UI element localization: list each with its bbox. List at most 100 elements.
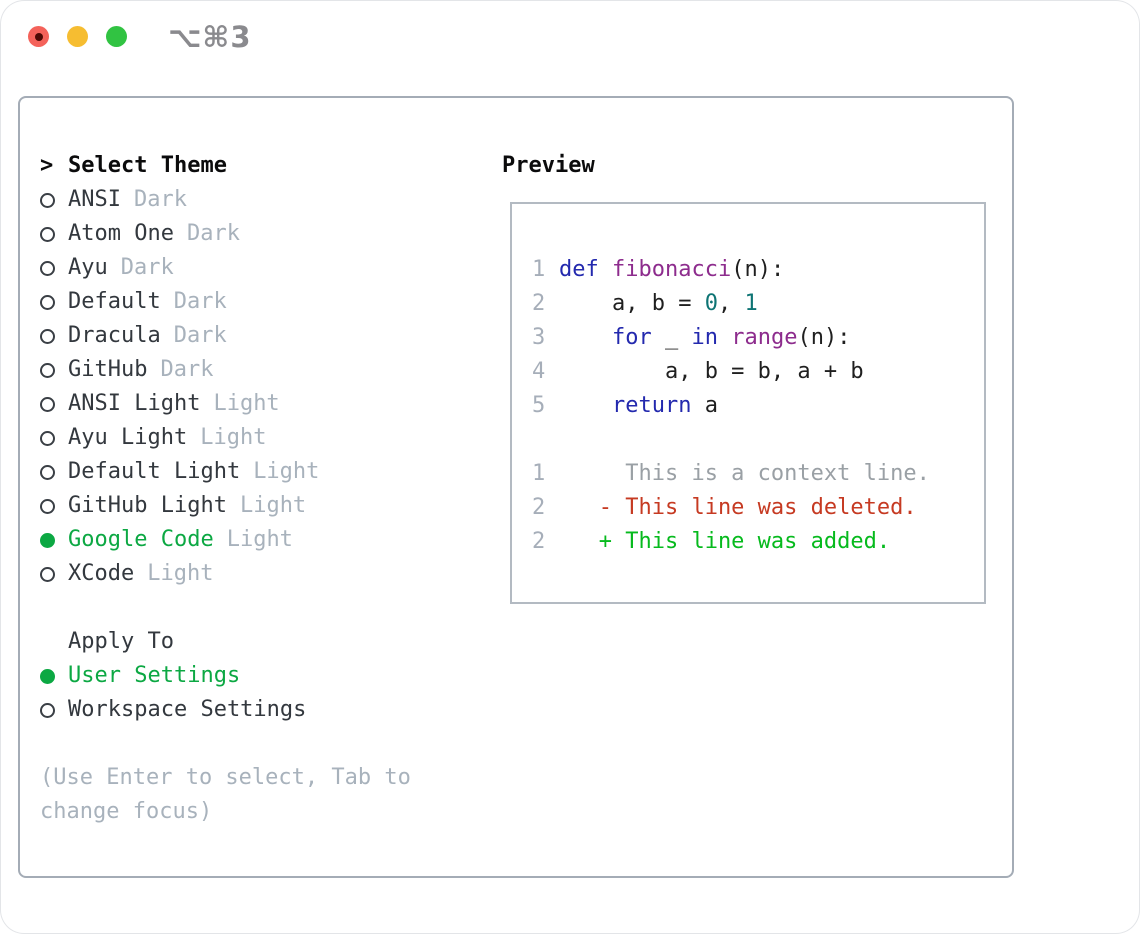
- code-token: in: [691, 325, 718, 350]
- code-token: for: [611, 325, 652, 350]
- code-token: ,: [717, 291, 745, 316]
- theme-option[interactable]: Ayu Dark: [40, 251, 480, 285]
- apply-to-title: Apply To: [68, 629, 174, 654]
- code-token: [559, 393, 612, 418]
- close-button[interactable]: [28, 26, 49, 47]
- radio-cell: [40, 396, 68, 412]
- radio-cell: [40, 532, 68, 548]
- code-token: (n):: [797, 325, 851, 350]
- line-number: 1: [532, 461, 546, 486]
- code-token: [559, 325, 612, 350]
- hint-text-line-2: change focus): [40, 799, 213, 824]
- code-token: This is a context line.: [559, 461, 930, 486]
- code-token: fibonacci: [612, 257, 732, 282]
- theme-variant: Dark: [133, 187, 187, 212]
- line-number: [532, 423, 545, 457]
- theme-option[interactable]: ANSI Dark: [40, 183, 480, 217]
- radio-icon: [40, 430, 55, 446]
- code-content: + This line was added.: [559, 525, 890, 559]
- theme-variant: Dark: [120, 255, 174, 280]
- radio-icon: [40, 226, 55, 242]
- line-number: 2: [532, 529, 546, 554]
- radio-icon: [40, 464, 55, 480]
- code-token: (n):: [731, 257, 785, 282]
- theme-name: Ayu: [68, 255, 108, 280]
- line-number: 2: [532, 495, 546, 520]
- radio-selected-icon: [40, 668, 55, 684]
- traffic-lights: [28, 26, 127, 47]
- radio-cell: [40, 702, 68, 718]
- theme-name: GitHub: [68, 357, 148, 382]
- code-token: a, b = b, a + b: [559, 359, 864, 384]
- theme-option[interactable]: Atom One Dark: [40, 217, 480, 251]
- theme-option[interactable]: Default Dark: [40, 285, 480, 319]
- code-content: for _ in range(n):: [559, 321, 850, 355]
- radio-cell: [40, 226, 68, 242]
- radio-selected-icon: [40, 532, 55, 548]
- apply-option[interactable]: User Settings: [40, 659, 480, 693]
- theme-option[interactable]: ANSI Light Light: [40, 387, 480, 421]
- line-number: 5: [532, 393, 546, 418]
- code-line: [532, 423, 984, 457]
- theme-variant: Dark: [173, 289, 227, 314]
- theme-name: Dracula: [68, 323, 161, 348]
- code-token: 1: [744, 291, 758, 316]
- spacer: [40, 591, 480, 625]
- apply-to-header: Apply To: [40, 625, 480, 659]
- theme-variant: Dark: [186, 221, 240, 246]
- code-token: [599, 257, 612, 282]
- apply-option[interactable]: Workspace Settings: [40, 693, 480, 727]
- radio-icon: [40, 260, 55, 276]
- theme-name: Default: [68, 289, 161, 314]
- theme-option[interactable]: Default Light Light: [40, 455, 480, 489]
- theme-variant: Dark: [173, 323, 227, 348]
- select-theme-title: Select Theme: [68, 153, 227, 178]
- theme-name: Default Light: [68, 459, 241, 484]
- radio-cell: [40, 328, 68, 344]
- zoom-button[interactable]: [106, 26, 127, 47]
- minimize-button[interactable]: [67, 26, 88, 47]
- theme-name: Atom One: [68, 221, 174, 246]
- code-token: 0: [704, 291, 718, 316]
- radio-cell: [40, 192, 68, 208]
- line-number: 4: [532, 359, 546, 384]
- radio-cell: [40, 566, 68, 582]
- theme-option[interactable]: Google Code Light: [40, 523, 480, 557]
- code-line: 4 a, b = b, a + b: [532, 355, 984, 389]
- theme-name: Google Code: [68, 527, 214, 552]
- theme-variant: Light: [253, 459, 320, 484]
- line-number: 3: [532, 325, 546, 350]
- code-content: - This line was deleted.: [559, 491, 917, 525]
- radio-cell: [40, 430, 68, 446]
- code-token: def: [559, 257, 599, 282]
- code-token: a: [691, 393, 718, 418]
- selection-marker: >: [40, 153, 54, 178]
- code-line: 3 for _ in range(n):: [532, 321, 984, 355]
- theme-name: ANSI: [68, 187, 121, 212]
- code-content: return a: [559, 389, 718, 423]
- theme-name: ANSI Light: [68, 391, 201, 416]
- theme-variant: Light: [213, 391, 280, 416]
- theme-variant: Light: [147, 561, 214, 586]
- theme-name: GitHub Light: [68, 493, 227, 518]
- theme-variant: Light: [226, 527, 293, 552]
- code-line: 2 a, b = 0, 1: [532, 287, 984, 321]
- theme-name: Ayu Light: [68, 425, 188, 450]
- radio-icon: [40, 498, 55, 514]
- radio-icon: [40, 362, 55, 378]
- code-token: + This line was added.: [559, 529, 891, 554]
- code-line: 2 + This line was added.: [532, 525, 984, 559]
- radio-icon: [40, 566, 55, 582]
- theme-option[interactable]: Dracula Dark: [40, 319, 480, 353]
- code-line: 5 return a: [532, 389, 984, 423]
